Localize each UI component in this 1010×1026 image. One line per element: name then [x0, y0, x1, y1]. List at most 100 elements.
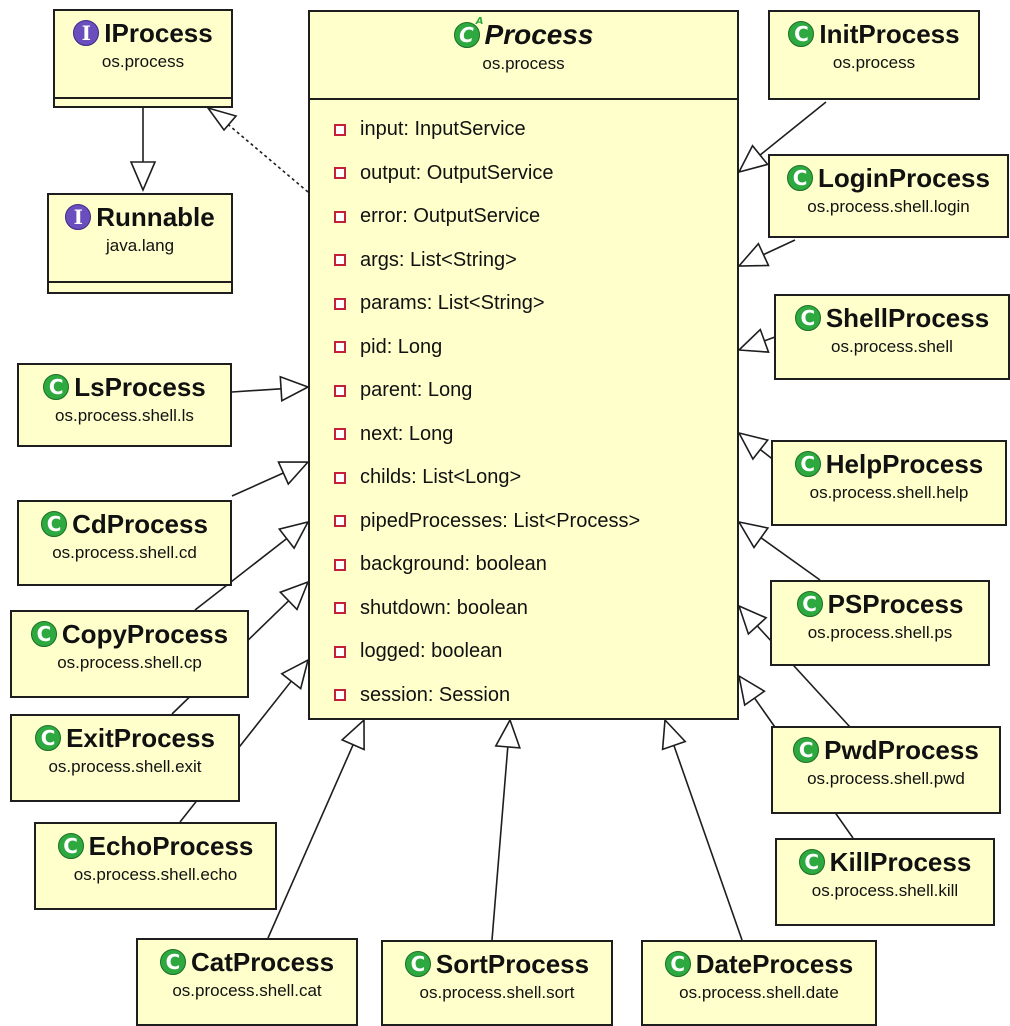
iprocess-title: I IProcess	[55, 18, 231, 48]
private-field-icon	[334, 341, 346, 354]
arrowhead-date	[661, 718, 687, 751]
private-field-icon	[334, 558, 346, 571]
process-name: Process	[484, 19, 594, 50]
field-shutdown[interactable]: shutdown: boolean	[310, 587, 737, 631]
iprocess-interface[interactable]: I IProcess os.process	[53, 9, 233, 108]
field-background[interactable]: background: boolean	[310, 543, 737, 587]
field-label: args: List<String>	[360, 248, 517, 271]
class-name: LsProcess	[74, 372, 206, 402]
field-childs[interactable]: childs: List<Long>	[310, 456, 737, 500]
class-icon: C	[664, 951, 691, 977]
arrowhead-copy	[277, 520, 310, 550]
class-icon: C	[798, 849, 825, 875]
arrowhead-ls	[279, 375, 310, 402]
class-icon: C	[794, 451, 821, 477]
separator	[310, 98, 737, 100]
edge-copy-process	[194, 537, 288, 611]
field-next[interactable]: next: Long	[310, 413, 737, 457]
class-package: os.process.shell.date	[679, 983, 839, 1002]
private-field-icon	[334, 515, 346, 528]
field-label: logged: boolean	[360, 640, 503, 663]
arrowhead-runnable	[129, 161, 157, 193]
runnable-package: java.lang	[105, 236, 175, 255]
class-icon: C	[43, 374, 70, 400]
field-input[interactable]: input: InputService	[310, 108, 737, 152]
field-params[interactable]: params: List<String>	[310, 282, 737, 326]
field-parent[interactable]: parent: Long	[310, 369, 737, 413]
edge-process-iprocess	[223, 120, 309, 193]
class-name: EchoProcess	[88, 831, 254, 861]
process-package: os.process	[482, 54, 565, 73]
edge-sort-process	[491, 746, 509, 941]
field-label: error: OutputService	[360, 205, 541, 228]
class-icon: C	[794, 305, 821, 331]
field-pid[interactable]: pid: Long	[310, 326, 737, 370]
arrowhead-sort	[494, 718, 521, 749]
class-package: os.process.shell.ps	[807, 623, 953, 642]
field-list: input: InputService output: OutputServic…	[310, 108, 737, 717]
runnable-title: I Runnable	[49, 202, 231, 232]
edge-cd-process	[231, 472, 284, 497]
class-icon: C	[30, 621, 57, 647]
class-name: LoginProcess	[818, 163, 990, 193]
class-package: os.process.shell.cat	[172, 981, 322, 1000]
field-session[interactable]: session: Session	[310, 674, 737, 718]
field-label: next: Long	[360, 422, 454, 445]
field-label: shutdown: boolean	[360, 596, 528, 619]
runnable-interface[interactable]: I Runnable java.lang	[47, 193, 233, 294]
field-error[interactable]: error: OutputService	[310, 195, 737, 239]
field-logged[interactable]: logged: boolean	[310, 630, 737, 674]
field-label: params: List<String>	[360, 292, 545, 315]
field-label: pid: Long	[360, 335, 443, 358]
class-name: ExitProcess	[66, 723, 215, 753]
field-output[interactable]: output: OutputService	[310, 152, 737, 196]
field-args[interactable]: args: List<String>	[310, 239, 737, 283]
class-icon: C	[41, 511, 68, 537]
private-field-icon	[334, 297, 346, 310]
arrowhead-help	[737, 431, 770, 461]
runnable-name: Runnable	[96, 202, 215, 232]
arrowhead-shell	[737, 328, 770, 353]
field-label: background: boolean	[360, 553, 547, 576]
edge-ps-process	[760, 537, 821, 581]
field-piped-processes[interactable]: pipedProcesses: List<Process>	[310, 500, 737, 544]
private-field-icon	[334, 254, 346, 267]
private-field-icon	[334, 428, 346, 441]
private-field-icon	[334, 384, 346, 397]
edge-date-process	[673, 745, 743, 941]
class-package: os.process.shell.ls	[55, 406, 194, 425]
iprocess-name: IProcess	[104, 18, 213, 48]
class-package: os.process.shell.echo	[73, 865, 238, 884]
edge-shell-process	[764, 336, 776, 342]
class-package: os.process.shell.kill	[811, 881, 959, 900]
class-name: KillProcess	[829, 847, 972, 877]
class-name: PwdProcess	[824, 735, 979, 765]
class-icon: C	[404, 951, 431, 977]
separator	[55, 97, 231, 99]
class-package: os.process.shell.cd	[52, 543, 197, 562]
class-name: SortProcess	[435, 949, 590, 979]
class-package: os.process.shell.login	[807, 197, 970, 216]
